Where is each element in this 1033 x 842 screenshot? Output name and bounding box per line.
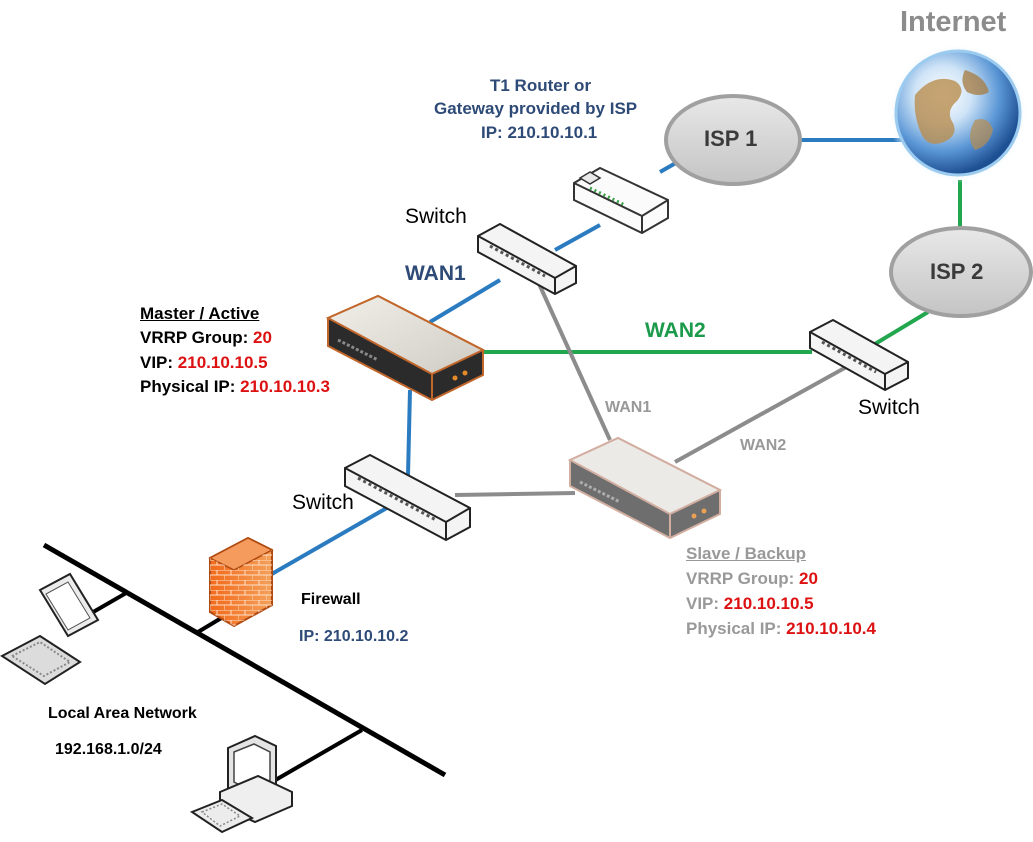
router-ip: IP: 210.10.10.1 xyxy=(481,123,598,142)
wan1-master-label: WAN1 xyxy=(405,262,466,285)
isp1-node xyxy=(664,94,802,186)
switch-label-right: Switch xyxy=(858,396,920,419)
backup-physical-ip-key: Physical IP: xyxy=(686,619,787,638)
backup-vip-key: VIP: xyxy=(686,594,724,613)
wan2-backup-label: WAN2 xyxy=(740,437,787,454)
lan-subnet: 192.168.1.0/24 xyxy=(55,741,162,758)
master-vrrp-group-value: 20 xyxy=(253,328,272,347)
isp2-node xyxy=(889,226,1033,318)
master-vip-value: 210.10.10.5 xyxy=(177,353,268,372)
lan-label: Local Area Network xyxy=(48,705,197,722)
lan-bus xyxy=(42,542,447,778)
vrrp-appliance-icon xyxy=(325,294,486,402)
isp1-label: ISP 1 xyxy=(704,126,758,151)
wan1-backup-label: WAN1 xyxy=(605,399,652,416)
link-switch-router xyxy=(554,223,601,252)
link-backup-lan xyxy=(454,491,576,497)
link-master-lan xyxy=(406,389,412,476)
switch-label-top: Switch xyxy=(405,205,467,228)
switch-icon xyxy=(344,453,471,542)
master-title: Master / Active xyxy=(140,304,260,323)
master-vip-key: VIP: xyxy=(140,353,178,372)
firewall-icon xyxy=(208,536,274,628)
link-backup-wan1 xyxy=(533,274,612,441)
isp2-label: ISP 2 xyxy=(930,259,984,284)
router-title-line1: T1 Router or xyxy=(490,76,592,95)
desktop-computer-icon xyxy=(189,734,293,834)
backup-vip-value: 210.10.10.5 xyxy=(723,594,814,613)
lan-drop-desktop xyxy=(270,728,364,784)
switch-icon xyxy=(809,318,909,392)
wan2-master-label: WAN2 xyxy=(645,319,706,342)
firewall-label: Firewall xyxy=(301,591,361,608)
backup-vrrp-group-value: 20 xyxy=(799,569,818,588)
globe-icon xyxy=(888,43,1028,183)
backup-title: Slave / Backup xyxy=(686,544,807,563)
backup-physical-ip: Physical IP: 210.10.10.4 xyxy=(686,620,876,637)
master-physical-ip-value: 210.10.10.3 xyxy=(240,377,330,396)
firewall-ip: IP: 210.10.10.2 xyxy=(299,628,409,645)
master-vip: VIP: 210.10.10.5 xyxy=(140,354,268,371)
link-backup-wan2 xyxy=(674,363,851,464)
backup-vip: VIP: 210.10.10.5 xyxy=(686,595,814,612)
master-vrrp-group: VRRP Group: 20 xyxy=(140,329,272,346)
switch-icon xyxy=(477,222,577,296)
master-physical-ip-key: Physical IP: xyxy=(140,377,241,396)
backup-vrrp-group-key: VRRP Group: xyxy=(686,569,800,588)
laptop-icon xyxy=(0,572,100,686)
lan-drop-laptop xyxy=(87,590,129,617)
switch-label-left: Switch xyxy=(292,491,354,514)
router-icon xyxy=(573,166,669,235)
link-isp2-switch xyxy=(868,310,930,349)
master-physical-ip: Physical IP: 210.10.10.3 xyxy=(140,378,330,395)
backup-physical-ip-value: 210.10.10.4 xyxy=(786,619,876,638)
master-vrrp-group-key: VRRP Group: xyxy=(140,328,254,347)
backup-vrrp-group: VRRP Group: 20 xyxy=(686,570,818,587)
internet-label: Internet xyxy=(900,6,1007,38)
link-switch-firewall xyxy=(269,503,393,577)
router-title-line2: Gateway provided by ISP xyxy=(434,99,638,118)
link-master-wan1 xyxy=(428,278,502,324)
vrrp-appliance-icon xyxy=(567,436,723,540)
